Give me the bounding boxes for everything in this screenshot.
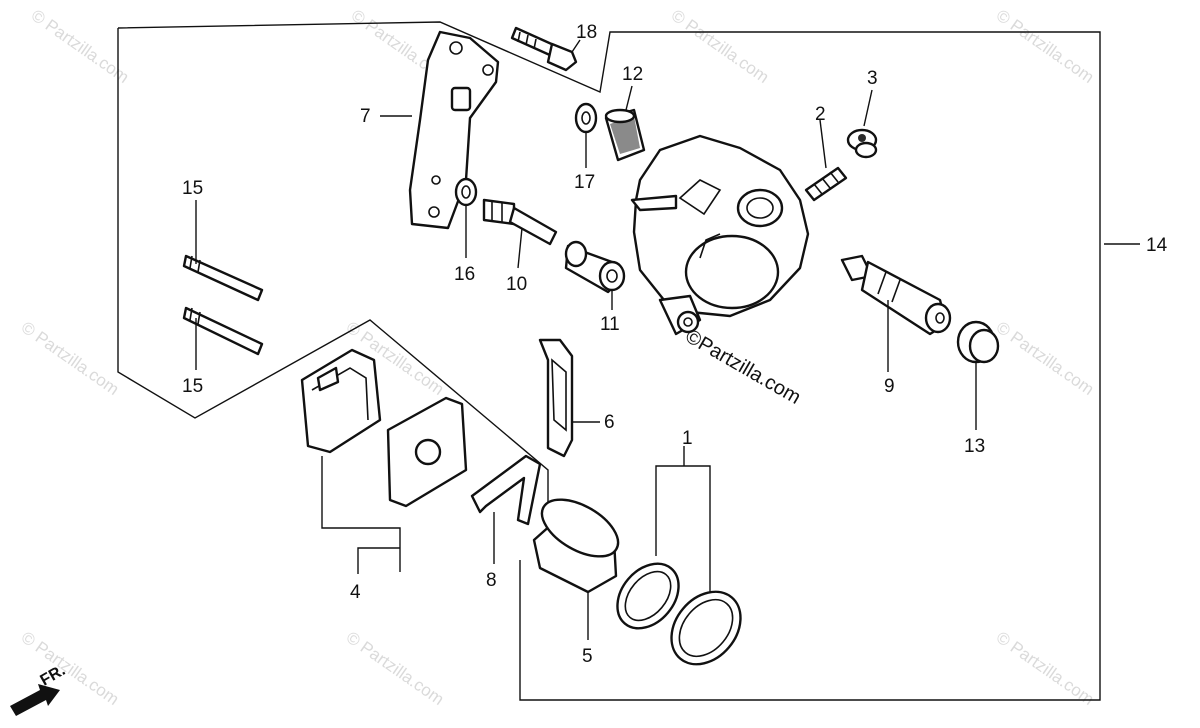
callout-18: 18 (576, 22, 597, 43)
pin-bolt-10 (482, 198, 558, 246)
callouts: 1 2 3 4 5 6 7 8 9 10 11 12 13 14 15 15 1… (182, 22, 1168, 667)
brake-pad-front (300, 348, 382, 454)
callout-5: 5 (582, 646, 593, 667)
bracket-hole (449, 41, 463, 55)
bracket-hole (428, 206, 440, 218)
bleeder-2 (804, 166, 848, 202)
retainer-8 (470, 454, 542, 526)
callout-7: 7 (360, 106, 371, 127)
bracket-pad (450, 86, 472, 112)
callout-3: 3 (867, 68, 878, 89)
pad-spring-6 (538, 338, 574, 458)
callout-1: 1 (682, 428, 693, 449)
pad-spring-detail (551, 358, 567, 432)
washer-hole (581, 111, 591, 125)
sleeve-11 (564, 240, 626, 294)
callout-8: 8 (486, 570, 497, 591)
callout-4: 4 (350, 582, 361, 603)
bolt-18 (510, 26, 578, 72)
washer-16 (454, 177, 478, 207)
watermark-tile: © Partzilla.com (343, 628, 448, 709)
callout-15-top: 15 (182, 178, 203, 199)
watermark-tile: © Partzilla.com (993, 628, 1098, 709)
watermark-tile: © Partzilla.com (993, 6, 1098, 87)
pad-pin-15a (182, 254, 264, 302)
front-direction-arrow-icon: FR. (10, 662, 68, 716)
caliper-body (630, 134, 810, 336)
callout-17: 17 (574, 172, 595, 193)
washer-17 (574, 102, 598, 134)
callout-6: 6 (604, 412, 615, 433)
leader-lines (195, 39, 1140, 640)
piston-seal-1 (616, 562, 680, 630)
group-outline-14 (117, 21, 1101, 701)
watermark-tile: © Partzilla.com (668, 6, 773, 87)
pad-pin-15b (182, 306, 264, 356)
bracket-hole (431, 175, 441, 185)
washer-hole (461, 185, 471, 199)
callout-2: 2 (815, 104, 826, 125)
callout-14: 14 (1146, 235, 1168, 256)
callout-11: 11 (600, 314, 620, 335)
boot-12 (604, 108, 646, 162)
pin-9 (840, 254, 952, 336)
cap-3 (846, 128, 878, 159)
brake-pad-rear (386, 396, 468, 508)
dust-seal-1 (670, 590, 742, 666)
callout-9: 9 (884, 376, 895, 397)
watermark-tile: © Partzilla.com (18, 318, 123, 399)
watermark-center: ©Partzilla.com (682, 325, 805, 409)
group-outline-left (117, 28, 549, 520)
callout-15-bottom: 15 (182, 376, 203, 397)
piston-5 (532, 498, 620, 594)
callout-13: 13 (964, 436, 985, 457)
bracket-hole (482, 64, 494, 76)
callout-16: 16 (454, 264, 475, 285)
cap-13 (956, 320, 1000, 364)
callout-10: 10 (506, 274, 527, 295)
callout-12: 12 (622, 64, 643, 85)
watermark-tile: © Partzilla.com (993, 318, 1098, 399)
watermark-tile: © Partzilla.com (28, 6, 133, 87)
